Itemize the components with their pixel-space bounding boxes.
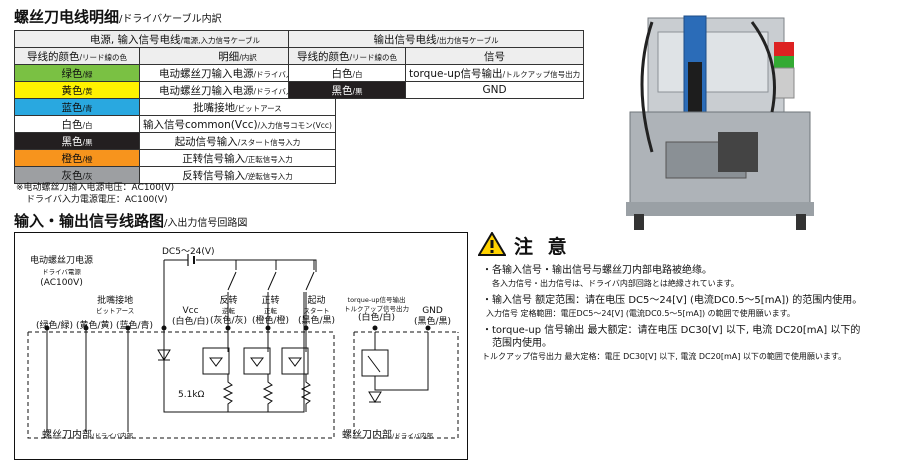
switch-outputs <box>227 292 307 352</box>
wire-color-cell: 橙色/橙 <box>14 149 140 167</box>
wire-color-cell: 蓝色/青 <box>14 98 140 116</box>
internal-boundary <box>27 331 459 439</box>
resistor-2 <box>262 374 274 412</box>
table1-col-color: 导线的颜色/リード線の色 <box>14 47 140 65</box>
power-input-cable-table: 电源, 输入信号电线/電源,入力信号ケーブル 导线的颜色/リード線の色 明细/内… <box>14 30 336 184</box>
resistor-label: 5.1kΩ <box>178 390 205 400</box>
output-transistor <box>361 349 389 377</box>
wire-color-cell: 灰色/灰 <box>14 166 140 184</box>
table-row: 白色/白输入信号common(Vcc)/入力信号コモン(Vcc) <box>14 115 336 133</box>
table-row: 橙色/橙正转信号输入/正転信号入力 <box>14 149 336 167</box>
resistor-1 <box>222 374 234 412</box>
section2-title: 输入・输出信号线路图/入出力信号回路図 <box>14 212 248 230</box>
voltage-note: ※电动螺丝刀输入电源电压：AC100(V) <box>16 183 175 193</box>
output-wiring <box>367 332 429 391</box>
wire-desc-cell: 批嘴接地/ビットアース <box>139 98 336 116</box>
led-triangles <box>209 357 302 367</box>
wire-color-cell: 白色/白 <box>288 64 406 82</box>
optocoupler-3 <box>281 347 309 375</box>
table-row: 黑色/黒起动信号输入/スタート信号入力 <box>14 132 336 150</box>
power-label: 电动螺丝刀电源ドライバ電源(AC100V) <box>30 256 94 288</box>
gnd-label: GND(黑色/黒) <box>414 306 452 327</box>
optocoupler-1 <box>202 347 230 375</box>
wire-desc-cell: torque-up信号输出/トルクアップ信号出力 <box>404 64 585 82</box>
warning-icon <box>478 232 506 256</box>
section1-title: 螺丝刀电线明细/ドライバケーブル内訳 <box>14 8 222 26</box>
internal-right-label: 螺丝刀内部/ドライバ内部 <box>342 430 434 441</box>
torque-label: torque-up信号输出トルクアップ信号出力(白色/白) <box>344 296 409 323</box>
wire-desc-cell: 输入信号common(Vcc)/入力信号コモン(Vcc) <box>139 115 336 133</box>
wire-color-cell: 白色/白 <box>14 115 140 133</box>
caution-item-2: ・输入信号 额定范围：请在电压 DC5～24[V] (电流DC0.5～5[mA]… <box>482 295 863 318</box>
voltage-note-jp: ドライバ入力電源電圧：AC100(V) <box>26 195 168 205</box>
wire-desc-cell: 电动螺丝刀输入电源/ドライバ入力電源 <box>139 64 336 82</box>
switch-feed <box>235 260 315 270</box>
caution-item-3: ・torque-up 信号输出 最大额定：请在电压 DC30[V] 以下, 电流… <box>482 325 861 361</box>
diagram-frame <box>14 232 468 460</box>
table2-col-desc: 信号 <box>404 47 585 65</box>
wire-desc-cell: 电动螺丝刀输入电源/ドライバ入力電源 <box>139 81 336 99</box>
blue-wire-label: (蓝色/青) <box>116 321 154 331</box>
vcc-label: Vcc(白色/白) <box>172 306 210 327</box>
wire-color-cell: 黄色/黄 <box>14 81 140 99</box>
wire-desc-cell: 正转信号输入/正転信号入力 <box>139 149 336 167</box>
wire-color-cell: 绿色/緑 <box>14 64 140 82</box>
vcc-diode <box>157 332 171 361</box>
green-wire-label: (绿色/緑) <box>36 321 74 331</box>
wire-color-cell: 黑色/黒 <box>288 81 406 99</box>
table2-col-color: 导线的颜色/リード線の色 <box>288 47 406 65</box>
table2-top-header: 输出信号电线/出力信号ケーブル <box>287 30 585 48</box>
table1-top-header: 电源, 输入信号电线/電源,入力信号ケーブル <box>14 30 336 48</box>
dc-voltage-label: DC5～24(V) <box>162 247 215 257</box>
caution-item-1: ・各输入信号・输出信号与螺丝刀内部电路被绝缘。 各入力信号・出力信号は、ドライバ… <box>482 265 739 288</box>
table-row: 灰色/灰反转信号输入/逆転信号入力 <box>14 166 336 184</box>
yellow-wire-label: (黄色/黄) <box>76 321 114 331</box>
wire-desc-cell: 反转信号输入/逆転信号入力 <box>139 166 336 184</box>
switches <box>227 271 315 291</box>
internal-left-label: 螺丝刀内部/ドライバ内部 <box>42 430 134 441</box>
wire-desc-cell: GND <box>404 81 585 99</box>
table-row: 绿色/緑电动螺丝刀输入电源/ドライバ入力電源 <box>14 64 336 82</box>
forward-label: 正转正転(橙色/橙) <box>252 296 290 326</box>
circuit-diagram <box>14 232 468 460</box>
start-label: 起动スタート(黑色/黒) <box>298 296 336 326</box>
wire-desc-cell: 起动信号输入/スタート信号入力 <box>139 132 336 150</box>
screwdriver-machine-image <box>626 15 814 230</box>
caution-title: 注 意 <box>514 236 571 258</box>
optocoupler-2 <box>243 347 271 375</box>
resistor-3 <box>300 374 312 412</box>
output-diode <box>368 391 382 403</box>
reverse-label: 反转逆転(灰色/灰) <box>210 296 248 326</box>
table-row: 蓝色/青批嘴接地/ビットアース <box>14 98 336 116</box>
table-row: 黄色/黄电动螺丝刀输入电源/ドライバ入力電源 <box>14 81 336 99</box>
wire-color-cell: 黑色/黒 <box>14 132 140 150</box>
bit-earth-label: 批嘴接地ビットアース <box>96 296 135 315</box>
